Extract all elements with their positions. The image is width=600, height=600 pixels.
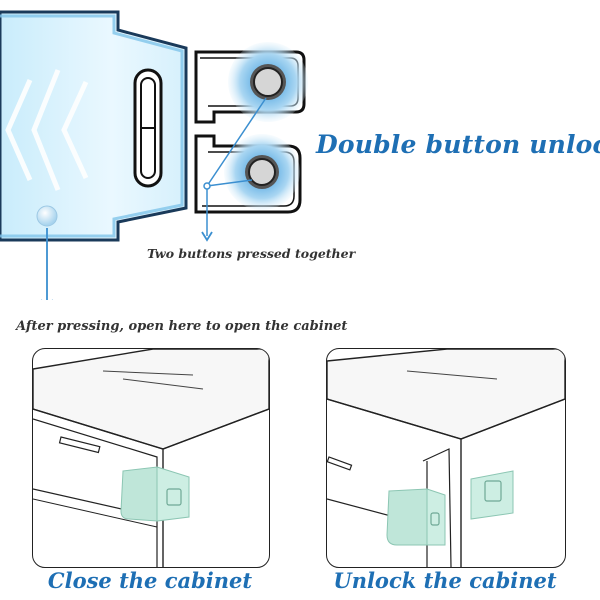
close-cabinet-label: Close the cabinet bbox=[47, 568, 253, 593]
headline: Double button unlock bbox=[316, 130, 600, 159]
open-point bbox=[36, 205, 58, 227]
caption-buttons: Two buttons pressed together bbox=[147, 246, 356, 261]
closed-lock bbox=[120, 466, 158, 522]
unlocked-lock-arm bbox=[386, 488, 428, 546]
caption-open: After pressing, open here to open the ca… bbox=[16, 319, 348, 334]
unlocked-cabinet-panel bbox=[326, 348, 566, 568]
unlocked-lock-base bbox=[470, 470, 514, 520]
down-arrow-icon bbox=[201, 231, 213, 242]
lock-diagram bbox=[0, 10, 308, 300]
unlock-cabinet-label: Unlock the cabinet bbox=[333, 568, 557, 593]
closed-cabinet-panel bbox=[32, 348, 270, 568]
